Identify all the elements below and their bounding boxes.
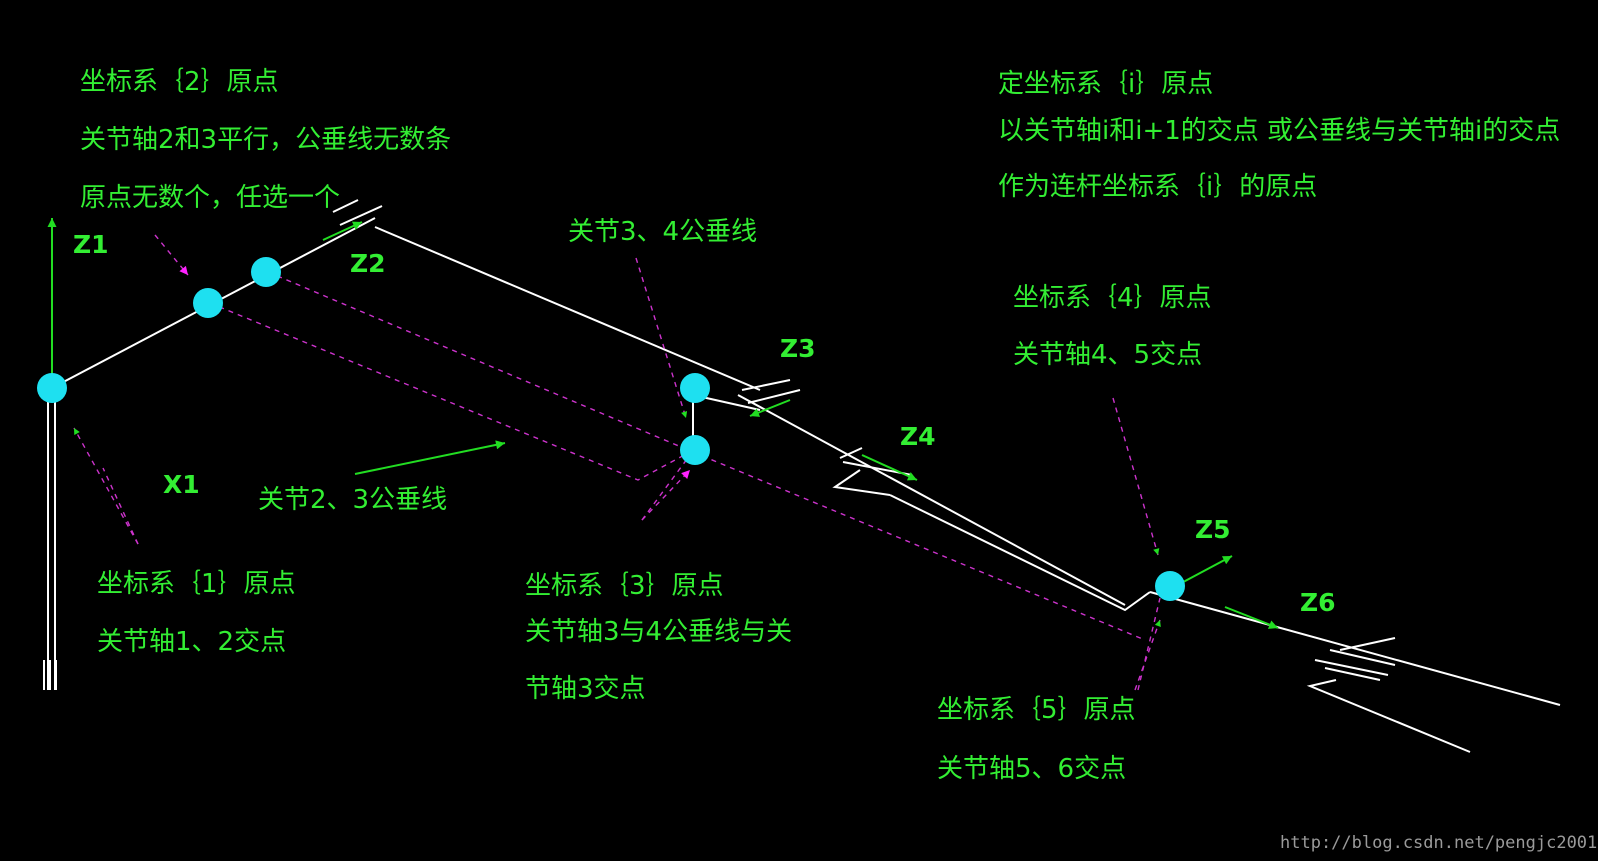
frame2-line1: 坐标系｛2｝原点 (80, 67, 279, 97)
link-3-4-5 (737, 394, 1126, 606)
frame4-line2: 关节轴4、5交点 (1013, 340, 1202, 370)
x1-label: X1 (163, 470, 200, 499)
z4-label: Z4 (900, 422, 936, 451)
z3-arrow (749, 399, 791, 417)
joint-origins (37, 257, 1185, 601)
z3-label: Z3 (780, 334, 816, 363)
frame-i-line2: 以关节轴i和i+1的交点 或公垂线与关节轴i的交点 (998, 116, 1560, 146)
z2-arrow (322, 221, 363, 241)
origin-frame-5 (1155, 571, 1185, 601)
x1-arrow (354, 440, 506, 475)
z5-label: Z5 (1195, 515, 1231, 544)
frame1-line1: 坐标系｛1｝原点 (97, 569, 296, 599)
frame2-line2: 关节轴2和3平行，公垂线无数条 (80, 125, 451, 155)
perp-2-3-label: 关节2、3公垂线 (258, 485, 447, 515)
frame5-line1: 坐标系｛5｝原点 (937, 695, 1136, 725)
base-link (43, 385, 57, 690)
frame3-line1: 坐标系｛3｝原点 (525, 571, 724, 601)
links (51, 199, 1561, 753)
origin-frame-3 (680, 435, 710, 465)
origin-frame-2 (193, 288, 223, 318)
frame3-line2: 关节轴3与4公垂线与关 (525, 617, 792, 647)
perp-joint-2-3 (209, 302, 691, 481)
annotations: 坐标系｛2｝原点 关节轴2和3平行，公垂线无数条 原点无数个，任选一个 定坐标系… (80, 67, 1560, 784)
frame-i-line3: 作为连杆坐标系｛i｝的原点 (998, 172, 1317, 202)
z2-label: Z2 (350, 249, 386, 278)
frame2-line3: 原点无数个，任选一个 (80, 183, 340, 213)
frame5-line2: 关节轴5、6交点 (937, 754, 1126, 784)
frame-i-line1: 定坐标系｛i｝原点 (998, 69, 1213, 99)
origin-frame-2-alt (251, 257, 281, 287)
link-5-6 (889, 494, 1151, 612)
frame1-line2: 关节轴1、2交点 (97, 627, 286, 657)
frame3-line3: 节轴3交点 (525, 674, 646, 704)
link-2-3 (374, 226, 761, 391)
perp-joint-3-4 (267, 271, 694, 453)
z4-arrow (861, 454, 918, 481)
common-perpendiculars (102, 271, 1161, 691)
watermark: http://blog.csdn.net/pengjc2001 (1280, 833, 1597, 853)
z1-label: Z1 (73, 230, 109, 259)
z6-arrow (1224, 606, 1279, 629)
origin-frame-1 (37, 373, 67, 403)
axis-labels: Z1 X1 Z2 Z3 Z4 Z5 Z6 (73, 230, 1336, 617)
frame4-line1: 坐标系｛4｝原点 (1013, 283, 1212, 313)
pointer-arrows (73, 234, 1161, 691)
perp-3-4-label: 关节3、4公垂线 (568, 217, 757, 247)
origin-frame-3-upper (680, 373, 710, 403)
axis-arrows (322, 221, 1279, 629)
z6-label: Z6 (1300, 588, 1336, 617)
